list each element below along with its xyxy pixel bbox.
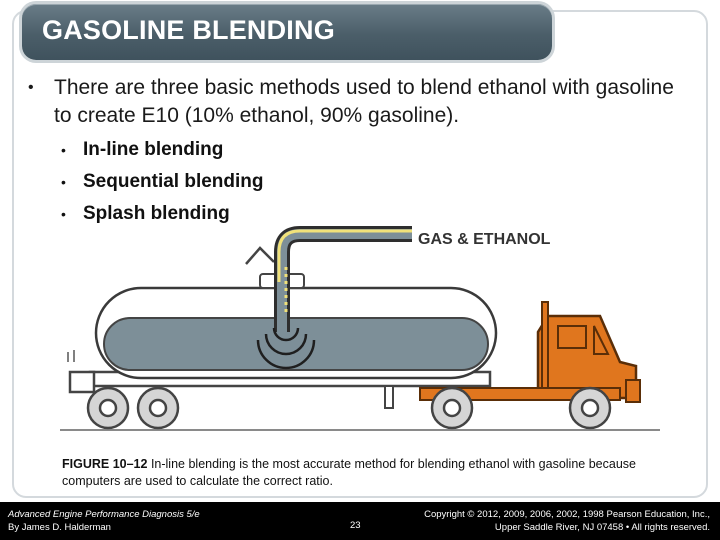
bullet-marker: • bbox=[28, 79, 34, 96]
bullet-item: • There are three basic methods used to … bbox=[28, 74, 688, 130]
trailer-rear-bumper bbox=[68, 370, 96, 394]
splash-rings bbox=[256, 327, 316, 370]
slide-footer: Advanced Engine Performance Diagnosis 5/… bbox=[0, 502, 720, 540]
front-bumper bbox=[625, 379, 641, 403]
cab-windshield bbox=[593, 325, 610, 355]
fill-pipe-interior bbox=[277, 229, 412, 332]
sub-bullet-label: Splash blending bbox=[83, 203, 230, 224]
sub-bullet-inline: • In-line blending bbox=[28, 136, 688, 168]
footer-book-info: Advanced Engine Performance Diagnosis 5/… bbox=[8, 508, 200, 534]
sub-bullet-sequential: • Sequential blending bbox=[28, 168, 688, 200]
sub-bullet-list: • In-line blending • Sequential blending… bbox=[28, 136, 688, 232]
fill-pipe-highlight bbox=[277, 229, 412, 282]
trailer-hatch bbox=[67, 350, 75, 362]
bullet-text: There are three basic methods used to bl… bbox=[54, 76, 674, 127]
copyright-line-1: Copyright © 2012, 2009, 2006, 2002, 1998… bbox=[424, 509, 710, 520]
bullet-list: • There are three basic methods used to … bbox=[28, 74, 688, 232]
sub-bullet-marker: • bbox=[61, 174, 66, 190]
book-title: Advanced Engine Performance Diagnosis 5/… bbox=[8, 509, 200, 520]
sub-bullet-label: In-line blending bbox=[83, 139, 224, 160]
sub-bullet-splash: • Splash blending bbox=[28, 200, 688, 232]
book-author: By James D. Halderman bbox=[8, 522, 111, 533]
drive-wheels bbox=[430, 386, 612, 430]
caption-label: FIGURE 10–12 bbox=[62, 457, 148, 471]
exhaust-stack bbox=[541, 301, 549, 393]
title-bar bbox=[22, 4, 552, 60]
pipe-label: GAS & ETHANOL bbox=[418, 231, 551, 248]
tank-liquid bbox=[103, 317, 489, 371]
page-number: 23 bbox=[350, 520, 361, 531]
hatch-lid bbox=[245, 246, 275, 265]
slide-title: GASOLINE BLENDING bbox=[42, 15, 335, 45]
footer-copyright: Copyright © 2012, 2009, 2006, 2002, 1998… bbox=[424, 508, 710, 534]
tanker-truck-illustration: GAS & ETHANOL bbox=[60, 226, 660, 431]
sub-bullet-marker: • bbox=[61, 142, 66, 158]
landing-gear bbox=[384, 385, 394, 409]
trailer-wheels bbox=[86, 386, 180, 430]
sub-bullet-label: Sequential blending bbox=[83, 171, 264, 192]
caption-text: In-line blending is the most accurate me… bbox=[62, 457, 636, 488]
copyright-line-2: Upper Saddle River, NJ 07458 • All right… bbox=[494, 522, 710, 533]
figure-caption: FIGURE 10–12 In-line blending is the mos… bbox=[62, 456, 662, 490]
sub-bullet-marker: • bbox=[61, 206, 66, 222]
cab-window bbox=[557, 325, 587, 349]
